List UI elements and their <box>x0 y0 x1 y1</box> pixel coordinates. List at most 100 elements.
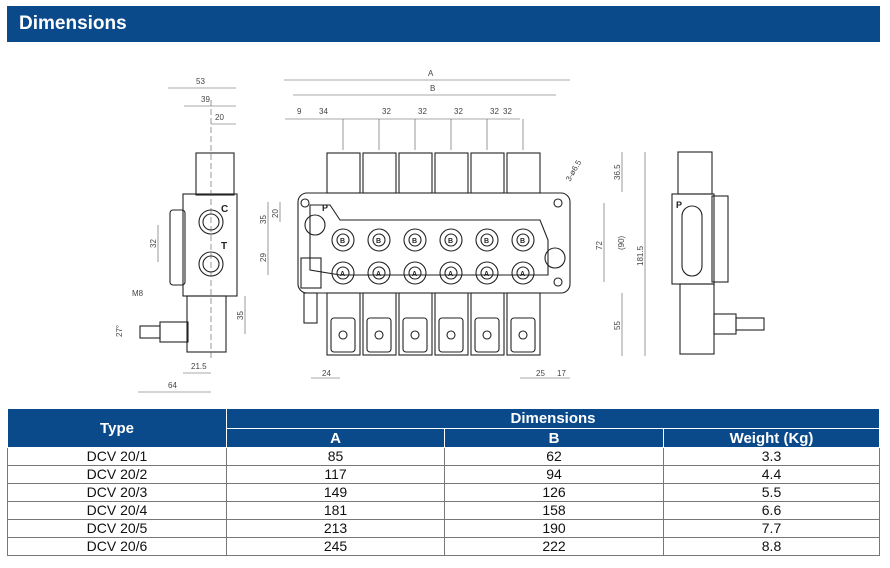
col-weight: Weight (Kg) <box>663 428 880 448</box>
connector-pin <box>374 330 384 340</box>
port-a-inner <box>480 266 494 280</box>
solenoid-top <box>362 152 397 194</box>
right-side-view: P <box>671 151 765 355</box>
dim-label: 55 <box>613 321 622 330</box>
dim-label: 32 <box>503 107 512 116</box>
cell-a: 213 <box>226 519 445 538</box>
dim-label: 32 <box>490 107 499 116</box>
port-b-inner <box>516 233 530 247</box>
cell-type: DCV 20/3 <box>7 483 227 502</box>
dim-label: 53 <box>196 77 205 86</box>
connector <box>366 317 392 353</box>
dim-label: 32 <box>149 239 158 248</box>
port-label: B <box>340 238 345 245</box>
cell-type: DCV 20/6 <box>7 537 227 556</box>
dim-label: 32 <box>454 107 463 116</box>
dim-label: 35 <box>236 311 245 320</box>
left-side-view: 53 39 20 C T 32 M8 27° 35 21.5 64 <box>115 77 246 393</box>
port-b <box>331 228 355 252</box>
cell-weight: 6.6 <box>663 501 880 520</box>
connector <box>474 317 500 353</box>
connector <box>330 317 356 353</box>
port-a-inner <box>336 266 350 280</box>
dim-label: 64 <box>168 381 177 390</box>
dim-label: 35 <box>259 215 268 224</box>
connector <box>438 317 464 353</box>
port-label: B <box>376 238 381 245</box>
dim-label: 21.5 <box>191 362 207 371</box>
dim-label: 32 <box>418 107 427 116</box>
port-label: C <box>221 204 228 215</box>
connector-pin <box>410 330 420 340</box>
dim-label: 36.5 <box>613 164 622 180</box>
cell-weight: 7.7 <box>663 519 880 538</box>
cell-type: DCV 20/4 <box>7 501 227 520</box>
port-a-inner <box>444 266 458 280</box>
dim-label: 181.5 <box>636 245 645 266</box>
connector-pin <box>518 330 528 340</box>
port-b-inner <box>444 233 458 247</box>
dim-label: 72 <box>595 241 604 250</box>
dim-label: 27° <box>115 325 124 337</box>
dim-label: B <box>430 84 435 93</box>
cell-b: 190 <box>444 519 664 538</box>
port-a <box>331 261 355 285</box>
dimensions-table: Type Dimensions A B Weight (Kg) DCV 20/1… <box>7 408 880 556</box>
cell-b: 94 <box>444 465 664 484</box>
connector-pin <box>446 330 456 340</box>
connector-pin <box>482 330 492 340</box>
port-b <box>511 228 535 252</box>
col-b: B <box>444 428 664 448</box>
port-b-inner <box>372 233 386 247</box>
solenoid-top <box>398 152 433 194</box>
dim-label: M8 <box>132 289 144 298</box>
dim-label: 17 <box>557 369 566 378</box>
cell-weight: 4.4 <box>663 465 880 484</box>
port-b-inner <box>336 233 350 247</box>
port-a-inner <box>408 266 422 280</box>
col-group-dimensions: Dimensions <box>226 408 880 429</box>
cell-weight: 8.8 <box>663 537 880 556</box>
cell-weight: 5.5 <box>663 483 880 502</box>
technical-drawing: 53 39 20 C T 32 M8 27° 35 21.5 64 A B 9 … <box>115 69 765 393</box>
section-header: Dimensions <box>7 6 880 42</box>
dim-label: 20 <box>271 209 280 218</box>
cell-a: 181 <box>226 501 445 520</box>
dim-label: (90) <box>617 235 626 250</box>
dim-label: 29 <box>259 253 268 262</box>
col-type: Type <box>7 408 227 448</box>
port-b <box>367 228 391 252</box>
cell-a: 245 <box>226 537 445 556</box>
port-a <box>511 261 535 285</box>
dim-label: 20 <box>215 113 224 122</box>
col-a: A <box>226 428 445 448</box>
port-label: T <box>221 241 227 252</box>
connector <box>402 317 428 353</box>
port-a-inner <box>372 266 386 280</box>
port-label: P <box>322 203 328 213</box>
cell-type: DCV 20/1 <box>7 447 227 466</box>
dim-label: A <box>428 69 434 78</box>
dim-label: 32 <box>382 107 391 116</box>
solenoid-top <box>470 152 505 194</box>
port-label: P <box>676 200 682 210</box>
connector-pin <box>338 330 348 340</box>
solenoid-top <box>506 152 541 194</box>
dim-label: 24 <box>322 369 331 378</box>
cell-b: 62 <box>444 447 664 466</box>
dim-label: 34 <box>319 107 328 116</box>
port-a <box>475 261 499 285</box>
dim-label: 39 <box>201 95 210 104</box>
port-a <box>439 261 463 285</box>
port-label: B <box>448 238 453 245</box>
port-label: B <box>520 238 525 245</box>
cell-b: 126 <box>444 483 664 502</box>
cell-type: DCV 20/2 <box>7 465 227 484</box>
port-b <box>475 228 499 252</box>
port-b-inner <box>408 233 422 247</box>
